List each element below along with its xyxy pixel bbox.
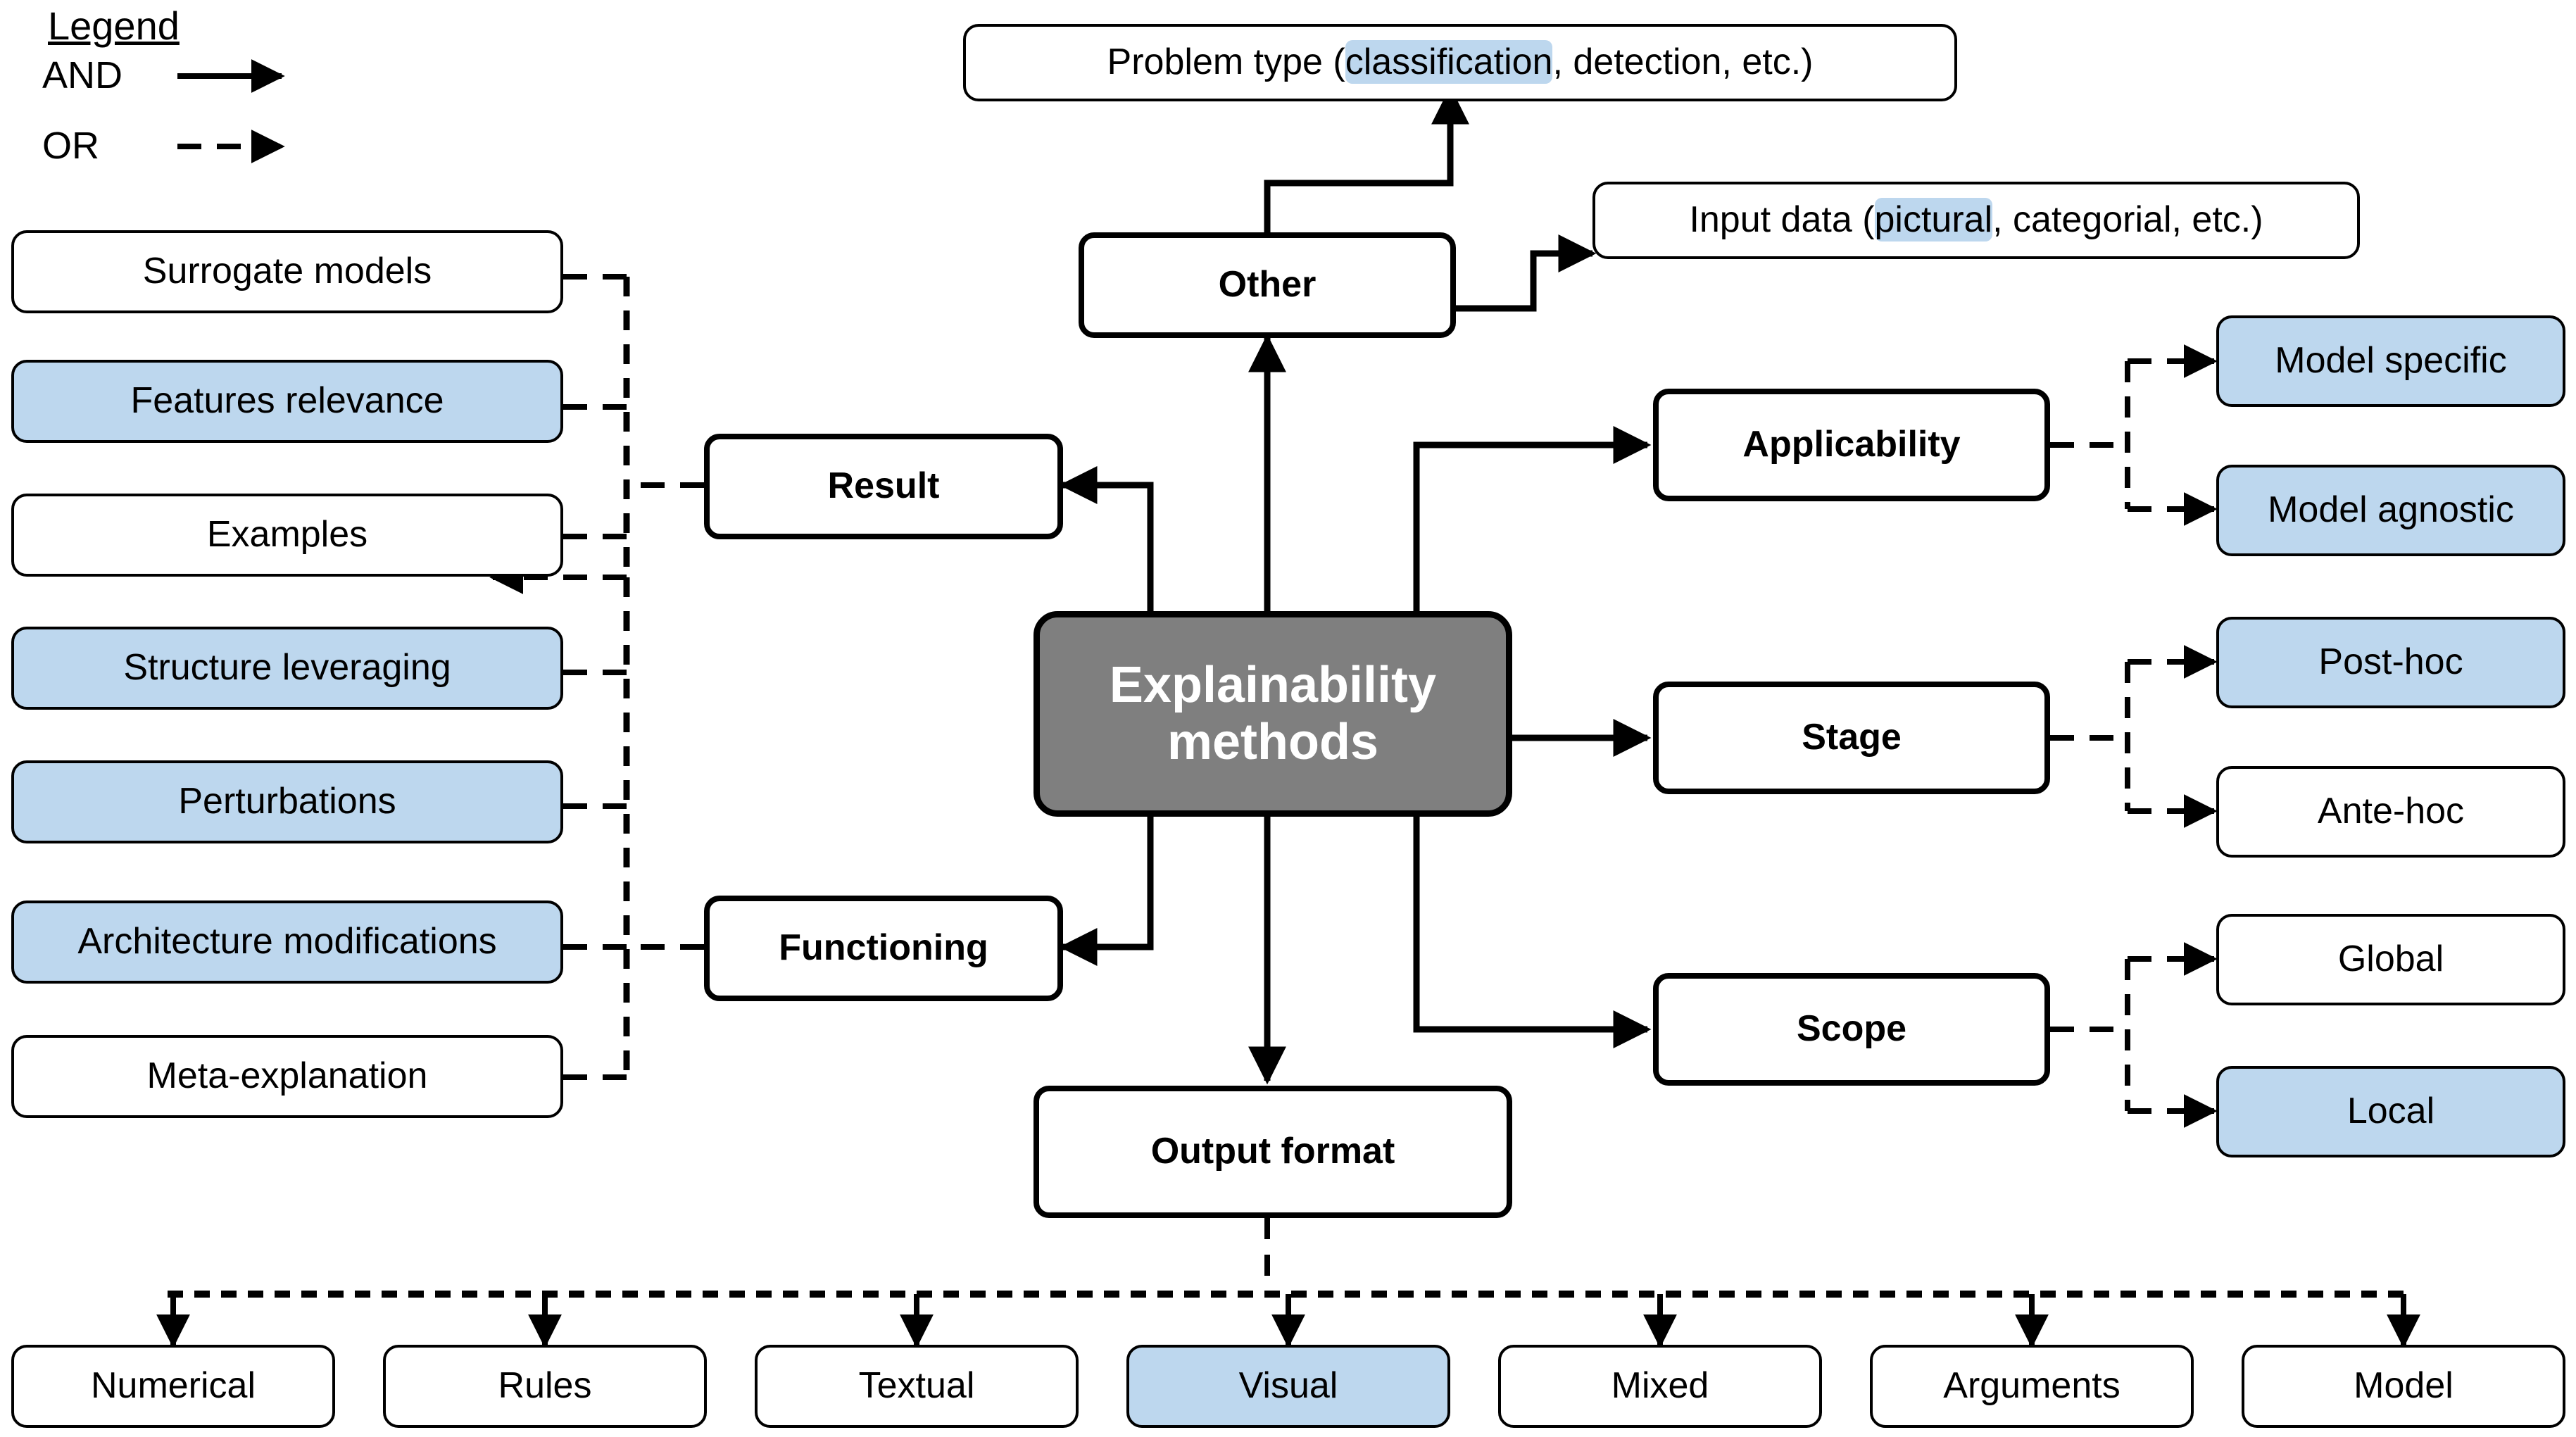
leaf-label: Local	[2346, 1091, 2435, 1132]
center-to-result-connector	[1059, 466, 1154, 620]
left-box-features-relevance[interactable]: Features relevance	[11, 360, 563, 443]
leaf-label: Visual	[1238, 1365, 1338, 1407]
leaf-label: Numerical	[90, 1365, 256, 1407]
center-node-line1: Explainability	[1109, 657, 1437, 714]
output-format-child-numerical[interactable]: Numerical	[11, 1345, 335, 1428]
category-box-output-format[interactable]: Output format	[1033, 1086, 1512, 1218]
legend-and-label: AND	[42, 54, 123, 96]
problem-type-text: Problem type (classification, detection,…	[1107, 40, 1814, 84]
category-box-stage[interactable]: Stage	[1653, 682, 2050, 794]
category-label: Stage	[1802, 717, 1902, 758]
center-node-text: Explainability methods	[1110, 657, 1436, 770]
functioning-branch-connectors	[489, 560, 704, 1094]
category-label: Applicability	[1742, 424, 1961, 465]
leaf-label: Rules	[498, 1365, 592, 1407]
problem-type-highlight: classification	[1345, 40, 1553, 84]
output-format-child-model[interactable]: Model	[2242, 1345, 2565, 1428]
output-format-child-visual[interactable]: Visual	[1126, 1345, 1450, 1428]
problem-type-prefix: Problem type (	[1107, 42, 1345, 83]
applicability-children-connectors	[2050, 344, 2218, 526]
scope-child-global[interactable]: Global	[2216, 914, 2565, 1005]
category-label: Scope	[1796, 1008, 1907, 1050]
category-label: Output format	[1150, 1131, 1395, 1172]
stage-children-connectors	[2050, 645, 2218, 828]
input-data-highlight: pictural	[1874, 198, 1993, 242]
output-format-children-connectors	[156, 1218, 2420, 1348]
left-box-label: Structure leveraging	[123, 647, 451, 689]
input-data-suffix: , categorial, etc.)	[1992, 199, 2263, 241]
input-data-prefix: Input data (	[1689, 199, 1875, 241]
scope-children-connectors	[2050, 942, 2218, 1128]
category-box-result[interactable]: Result	[704, 434, 1063, 539]
leaf-label: Textual	[858, 1365, 975, 1407]
scope-child-local[interactable]: Local	[2216, 1066, 2565, 1157]
left-box-structure-leveraging[interactable]: Structure leveraging	[11, 627, 563, 710]
leaf-label: Mixed	[1611, 1365, 1709, 1407]
category-label: Result	[827, 465, 940, 507]
left-box-label: Perturbations	[178, 781, 396, 822]
category-label: Other	[1218, 264, 1317, 306]
leaf-label: Model specific	[2275, 340, 2507, 382]
center-node-explainability-methods[interactable]: Explainability methods	[1033, 611, 1512, 817]
category-label: Functioning	[779, 927, 988, 969]
leaf-label: Post-hoc	[2318, 641, 2463, 683]
center-to-scope-connector	[1413, 817, 1652, 1048]
left-box-examples[interactable]: Examples	[11, 494, 563, 577]
other-child-input-data[interactable]: Input data (pictural, categorial, etc.)	[1592, 182, 2360, 259]
leaf-label: Model agnostic	[2268, 489, 2514, 531]
category-box-scope[interactable]: Scope	[1653, 973, 2050, 1086]
output-format-child-arguments[interactable]: Arguments	[1870, 1345, 2194, 1428]
center-to-applicability-connector	[1413, 426, 1652, 620]
leaf-label: Arguments	[1943, 1365, 2121, 1407]
problem-type-suffix: , detection, etc.)	[1552, 42, 1814, 83]
other-child-problem-type[interactable]: Problem type (classification, detection,…	[963, 24, 1957, 101]
left-box-label: Examples	[206, 514, 368, 556]
left-box-surrogate-models[interactable]: Surrogate models	[11, 230, 563, 313]
other-to-inputdata-connector	[1456, 234, 1597, 312]
legend-or-label: OR	[42, 125, 99, 167]
stage-child-ante-hoc[interactable]: Ante-hoc	[2216, 766, 2565, 858]
center-to-functioning-connector	[1059, 782, 1154, 966]
left-box-architecture-modifications[interactable]: Architecture modifications	[11, 901, 563, 984]
other-to-problemtype-connector	[1264, 86, 1469, 246]
left-box-label: Architecture modifications	[77, 921, 497, 962]
left-box-perturbations[interactable]: Perturbations	[11, 760, 563, 843]
applicability-child-model-specific[interactable]: Model specific	[2216, 315, 2565, 407]
output-format-child-rules[interactable]: Rules	[383, 1345, 707, 1428]
left-box-label: Features relevance	[130, 380, 444, 422]
output-format-child-mixed[interactable]: Mixed	[1498, 1345, 1822, 1428]
input-data-text: Input data (pictural, categorial, etc.)	[1689, 198, 2263, 242]
output-format-child-textual[interactable]: Textual	[755, 1345, 1079, 1428]
category-box-other[interactable]: Other	[1079, 232, 1456, 338]
leaf-label: Global	[2337, 939, 2444, 980]
stage-child-post-hoc[interactable]: Post-hoc	[2216, 617, 2565, 708]
left-box-meta-explanation[interactable]: Meta-explanation	[11, 1035, 563, 1118]
center-node-line2: methods	[1167, 714, 1378, 770]
applicability-child-model-agnostic[interactable]: Model agnostic	[2216, 465, 2565, 556]
left-box-label: Meta-explanation	[146, 1055, 428, 1097]
leaf-label: Model	[2354, 1365, 2454, 1407]
category-box-applicability[interactable]: Applicability	[1653, 389, 2050, 501]
category-box-functioning[interactable]: Functioning	[704, 896, 1063, 1001]
legend-title: Legend	[48, 4, 180, 48]
left-box-label: Surrogate models	[142, 251, 432, 292]
leaf-label: Ante-hoc	[2317, 791, 2465, 832]
